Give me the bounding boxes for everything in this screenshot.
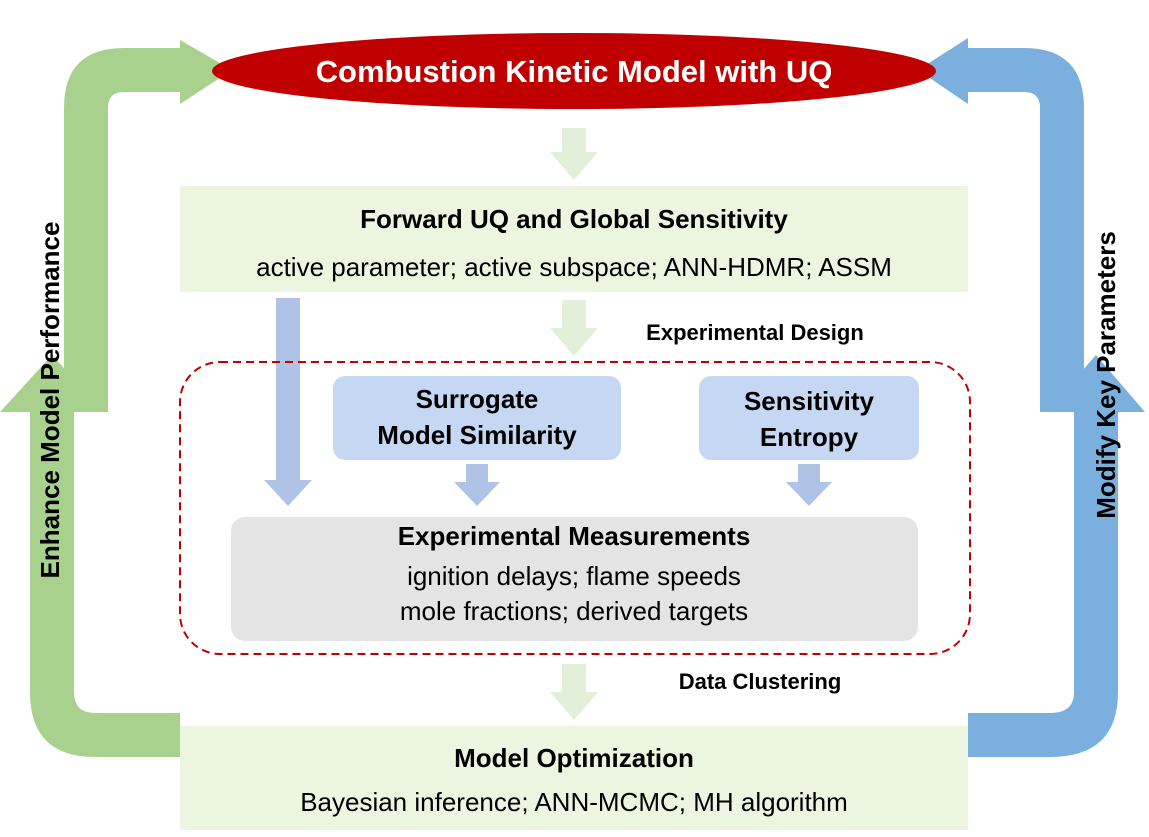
measurements-panel bbox=[231, 517, 918, 641]
optimization-panel bbox=[180, 726, 968, 830]
data-clustering-label: Data Clustering bbox=[679, 669, 842, 694]
measurements-line2: mole fractions; derived targets bbox=[400, 596, 748, 626]
sensitivity-box bbox=[699, 376, 919, 460]
sensitivity-line2: Entropy bbox=[760, 422, 859, 452]
experimental-design-region bbox=[179, 361, 971, 655]
down-arrow-clustering bbox=[550, 664, 598, 720]
down-arrow-surrogate bbox=[454, 464, 500, 506]
down-arrow-top bbox=[550, 128, 598, 180]
forward-uq-panel bbox=[180, 186, 968, 292]
forward-uq-subtitle: active parameter; active subspace; ANN-H… bbox=[256, 252, 892, 282]
right-top-arrowhead bbox=[918, 38, 968, 104]
optimization-subtitle: Bayesian inference; ANN-MCMC; MH algorit… bbox=[300, 787, 848, 817]
right-loop-label: Modify Key Parameters bbox=[1091, 231, 1121, 519]
optimization-title: Model Optimization bbox=[454, 743, 694, 773]
left-loop-label: Enhance Model Performance bbox=[35, 222, 65, 579]
surrogate-line1: Surrogate bbox=[416, 384, 539, 414]
surrogate-line2: Model Similarity bbox=[377, 420, 577, 450]
surrogate-box bbox=[333, 376, 621, 460]
sensitivity-line1: Sensitivity bbox=[744, 386, 875, 416]
down-arrow-sensitivity bbox=[786, 464, 832, 506]
left-top-arrowhead bbox=[180, 40, 232, 104]
left-top-arrow bbox=[64, 40, 224, 412]
down-arrow-design bbox=[550, 300, 598, 356]
long-down-arrow bbox=[264, 298, 312, 506]
forward-uq-title: Forward UQ and Global Sensitivity bbox=[360, 204, 788, 234]
right-feedback-arrow bbox=[968, 355, 1145, 757]
top-node-title: Combustion Kinetic Model with UQ bbox=[316, 54, 833, 89]
top-node-ellipse bbox=[212, 33, 936, 109]
left-feedback-arrow bbox=[0, 355, 180, 757]
measurements-line1: ignition delays; flame speeds bbox=[407, 561, 741, 591]
experimental-design-label: Experimental Design bbox=[646, 320, 864, 345]
right-top-arrow bbox=[968, 48, 1084, 412]
measurements-title: Experimental Measurements bbox=[398, 521, 751, 551]
